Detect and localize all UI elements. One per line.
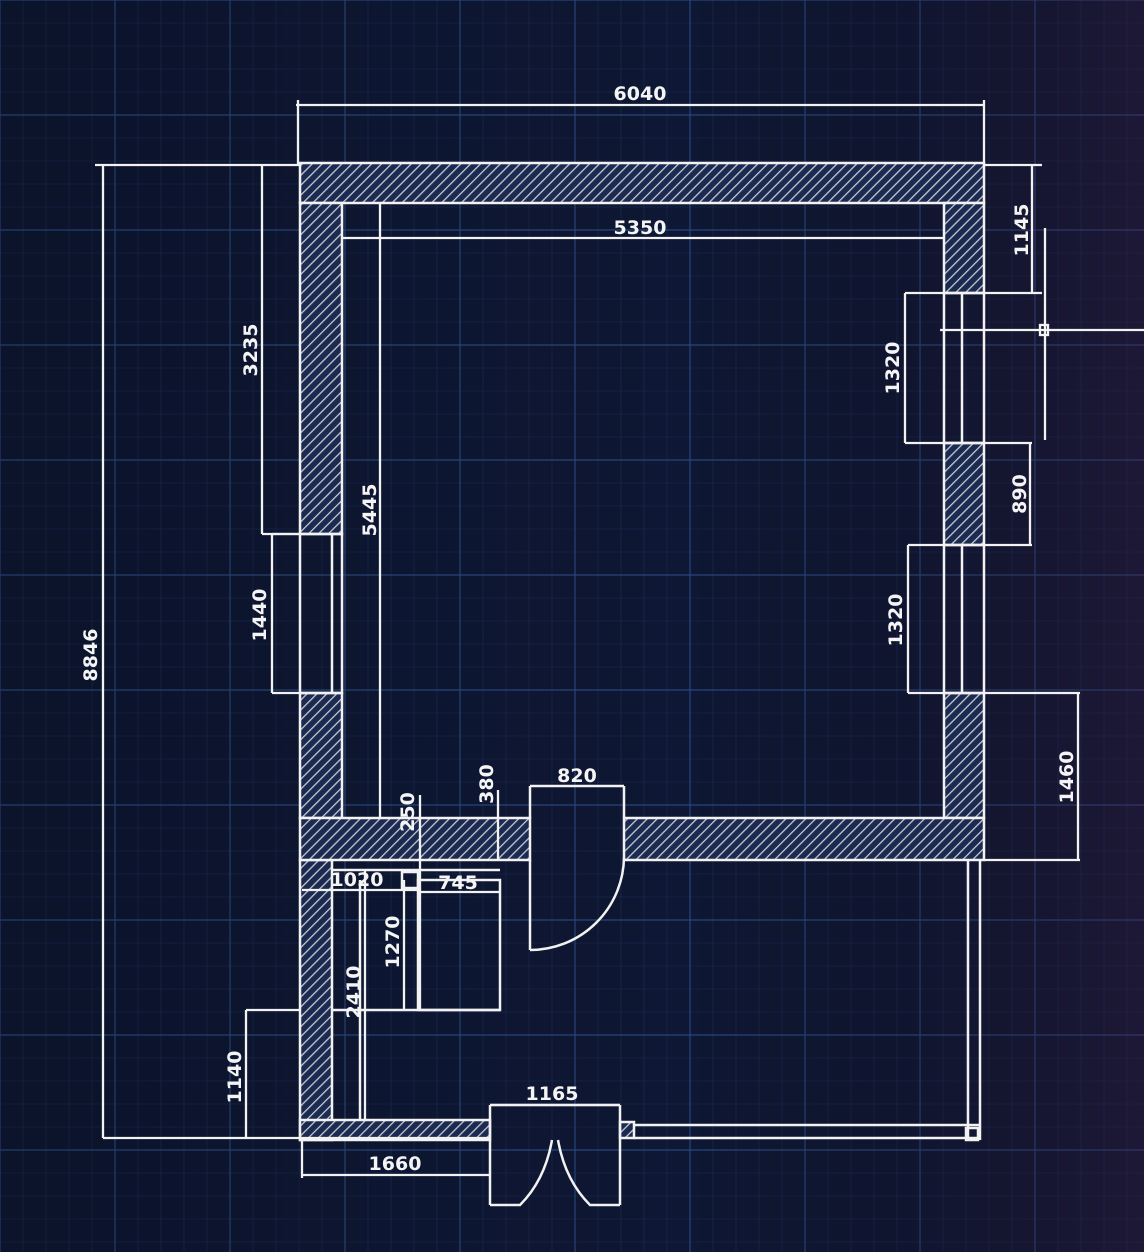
dim-bath-height: 1270 (382, 916, 404, 969)
dim-partition-offset: 380 (476, 764, 498, 804)
dim-inner-height: 5445 (359, 484, 381, 537)
dim-entrance-offset: 1660 (369, 1153, 422, 1175)
dim-inner-width: 5350 (614, 217, 667, 239)
wall-right-bottom (942, 691, 986, 820)
dim-small: 250 (397, 792, 419, 832)
dim-bath-width: 745 (438, 872, 478, 894)
entrance-door-swing-left (490, 1139, 554, 1207)
dim-window-right-lower: 1320 (885, 594, 907, 647)
wall-left-lower (298, 858, 334, 1142)
dim-bottom-left-height: 1140 (224, 1051, 246, 1104)
dim-door-inner: 820 (557, 765, 597, 787)
dim-closet-width: 1020 (331, 869, 384, 891)
wall-left-upper (298, 201, 344, 536)
dimension-lines (95, 100, 1144, 1178)
wall-right-pier (942, 441, 986, 547)
dim-corridor-height: 2410 (343, 966, 365, 1019)
window-right-lower (942, 543, 986, 695)
dim-window-left: 1440 (249, 589, 271, 642)
dim-window-right-upper: 1320 (882, 342, 904, 395)
window-left (298, 532, 344, 695)
dim-right-top: 1145 (1011, 204, 1033, 257)
walls (298, 161, 986, 1142)
dim-right-pier: 890 (1009, 474, 1031, 514)
wall-bottom-right (618, 1120, 636, 1140)
wall-left-middle (298, 691, 344, 820)
wall-middle-right (622, 816, 986, 862)
wall-top (298, 161, 986, 205)
wall-right-top (942, 201, 986, 295)
window-right-upper (942, 291, 986, 445)
wall-middle-left (298, 816, 532, 862)
dim-entrance-door: 1165 (526, 1083, 579, 1105)
dimension-labels: 6040 5350 3235 1440 8846 5445 1145 1320 … (80, 83, 1078, 1175)
entrance-door-swing-right (556, 1139, 620, 1207)
plan-lines (298, 291, 986, 1207)
door-inner-swing (529, 857, 626, 952)
dim-outer-width: 6040 (614, 83, 667, 105)
dim-total-height: 8846 (80, 629, 102, 682)
dim-top-left-segment: 3235 (240, 324, 262, 377)
dim-right-bottom: 1460 (1056, 751, 1078, 804)
